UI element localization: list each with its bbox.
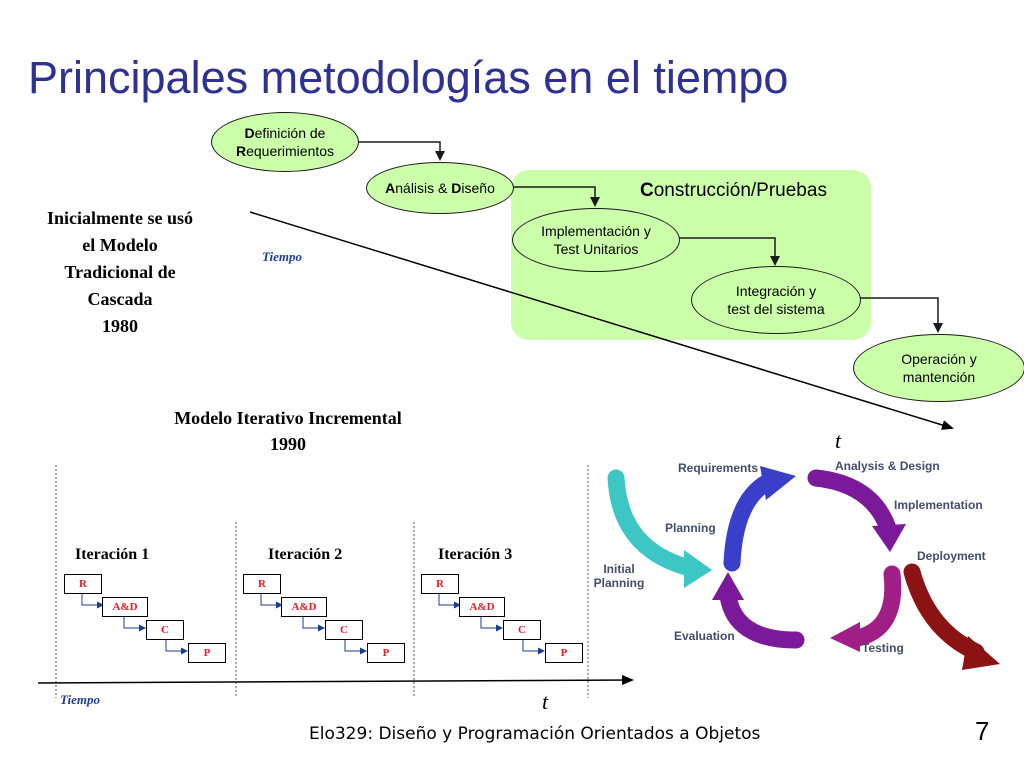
deployment-arrow bbox=[903, 563, 985, 661]
waterfall-time-label: Tiempo bbox=[262, 249, 302, 264]
iterative-caption: Modelo Iterativo Incremental 1990 bbox=[174, 408, 402, 454]
iteration-1-connectors bbox=[81, 592, 188, 655]
slide-footer: Elo329: Diseño y Programación Orientados… bbox=[309, 724, 761, 744]
cycle-label-initial-planning: Initial Planning bbox=[593, 562, 645, 590]
connector-req-to-analysis bbox=[357, 141, 445, 161]
cycle-label-implementation: Implementation bbox=[894, 498, 983, 512]
iteration-2-step-ad: A&D bbox=[281, 597, 327, 617]
cycle-label-requirements: Requirements bbox=[678, 461, 759, 475]
iteration-2-step-c: C bbox=[325, 620, 363, 640]
cycle-label-deployment: Deployment bbox=[917, 549, 986, 563]
waterfall-t-label: t bbox=[835, 428, 842, 453]
cycle-label-evaluation: Evaluation bbox=[674, 629, 735, 643]
connector-analysis-to-impl bbox=[512, 186, 600, 207]
iteration-3-step-r: R bbox=[421, 574, 459, 594]
iteration-2-connectors bbox=[260, 592, 367, 655]
iteration-2-step-r: R bbox=[243, 574, 281, 594]
connector-integration-to-operation bbox=[858, 297, 943, 333]
iteration-3-step-p: P bbox=[545, 643, 583, 663]
iteration-3-label: Iteración 3 bbox=[438, 546, 513, 563]
waterfall-time-line bbox=[249, 211, 954, 430]
iterative-time-label: Tiempo bbox=[60, 692, 100, 707]
planning-arrow bbox=[723, 473, 777, 572]
page-number: 7 bbox=[975, 716, 990, 746]
iteration-1-step-p: P bbox=[188, 643, 226, 663]
iterative-t-label: t bbox=[542, 689, 549, 714]
iteration-3-step-c: C bbox=[503, 620, 541, 640]
iteration-1-step-c: C bbox=[146, 620, 184, 640]
cycle-label-analysis-design: Analysis & Design bbox=[835, 459, 940, 473]
evaluation-arrow bbox=[719, 587, 805, 649]
cycle-label-testing: Testing bbox=[862, 641, 904, 655]
analysis-design-arrow bbox=[807, 469, 897, 537]
iteration-2-step-p: P bbox=[367, 643, 405, 663]
iteration-1-step-r: R bbox=[64, 574, 102, 594]
iteration-2-label: Iteración 2 bbox=[268, 546, 343, 563]
iteration-3-step-ad: A&D bbox=[459, 597, 505, 617]
iteration-3-connectors bbox=[438, 592, 545, 655]
iteration-1-label: Iteración 1 bbox=[75, 546, 150, 563]
initial-planning-arrow bbox=[607, 469, 699, 577]
cycle-label-planning: Planning bbox=[665, 521, 716, 535]
iteration-1-step-ad: A&D bbox=[102, 597, 148, 617]
testing-arrow bbox=[849, 565, 902, 647]
cycle-arrows bbox=[607, 466, 1000, 670]
iterative-time-axis bbox=[37, 675, 634, 686]
waterfall-caption: Inicialmente se usó el Modelo Tradiciona… bbox=[47, 208, 193, 336]
construction-testing-label: Construcción/Pruebas bbox=[640, 180, 827, 201]
connector-impl-to-integration bbox=[677, 237, 780, 266]
slide-title: Principales metodologías en el tiempo bbox=[28, 52, 789, 103]
stage-analysis-design: Análisis & Diseño bbox=[366, 162, 514, 214]
